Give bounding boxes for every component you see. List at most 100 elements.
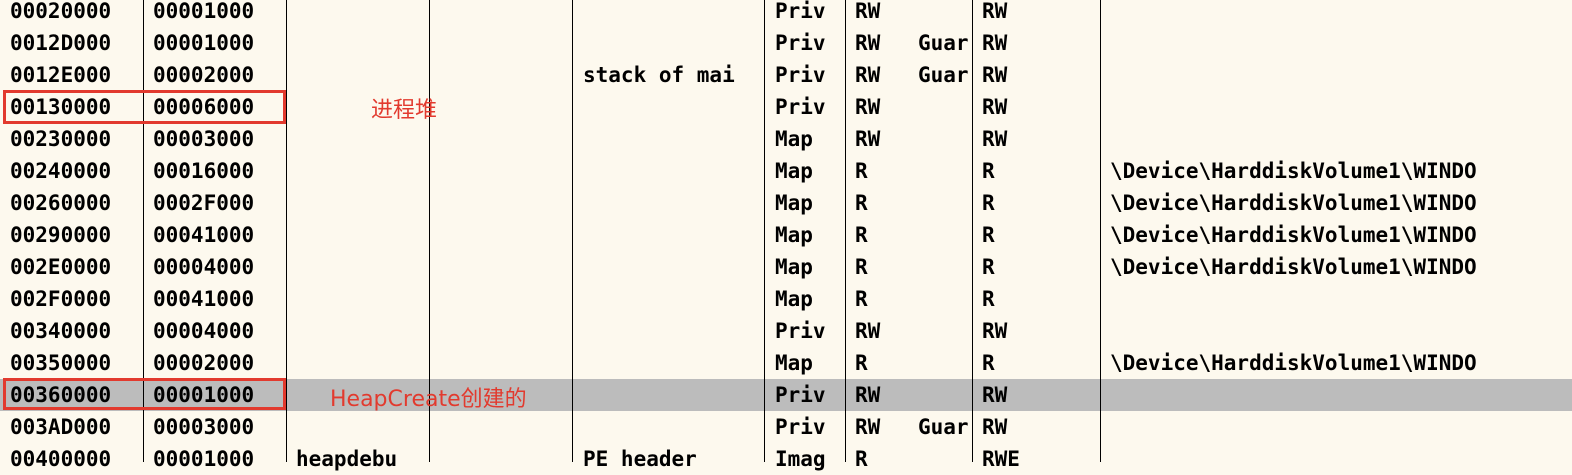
size-cell: 00006000 xyxy=(153,95,255,119)
mapped-as-cell: \Device\HarddiskVolume1\WINDO xyxy=(1110,351,1477,375)
access-cell: R xyxy=(855,223,868,247)
type-cell: Priv xyxy=(775,415,826,439)
access-cell: R xyxy=(855,255,868,279)
guard-cell xyxy=(918,91,972,123)
access-cell: RW xyxy=(855,95,881,119)
access-cell: RW xyxy=(855,415,881,439)
guard-cell xyxy=(918,155,972,187)
guard-cell xyxy=(918,251,972,283)
initial-access-cell: RW xyxy=(982,383,1008,407)
access-cell: RW xyxy=(855,31,881,55)
address-cell: 00350000 xyxy=(10,351,112,375)
owner-cell xyxy=(296,411,426,443)
size-cell: 00003000 xyxy=(153,127,255,151)
owner-cell: heapdebu xyxy=(296,447,398,471)
section-cell xyxy=(440,123,570,155)
initial-access-cell: R xyxy=(982,351,995,375)
type-cell: Imag xyxy=(775,447,826,471)
type-cell: Map xyxy=(775,191,813,215)
address-cell: 003AD000 xyxy=(10,415,112,439)
address-cell: 00130000 xyxy=(10,95,112,119)
guard-cell xyxy=(918,379,972,411)
address-cell: 00020000 xyxy=(10,0,112,23)
access-cell: RW xyxy=(855,63,881,87)
mapped-as-cell xyxy=(1110,283,1572,315)
address-cell: 00400000 xyxy=(10,447,112,471)
address-cell: 0012D000 xyxy=(10,31,112,55)
address-cell: 00260000 xyxy=(10,191,112,215)
process-heap-annotation: 进程堆 xyxy=(371,98,438,123)
mapped-as-cell xyxy=(1110,123,1572,155)
type-cell: Priv xyxy=(775,319,826,343)
section-cell xyxy=(440,283,570,315)
section-cell xyxy=(440,315,570,347)
mapped-as-cell: \Device\HarddiskVolume1\WINDO xyxy=(1110,191,1477,215)
section-cell xyxy=(440,27,570,59)
initial-access-cell: RW xyxy=(982,31,1008,55)
type-cell: Map xyxy=(775,351,813,375)
table-row[interactable]: 00350000 00002000 Map R R \Device\HarddiskVol… xyxy=(0,347,1572,379)
size-cell: 00002000 xyxy=(153,351,255,375)
type-cell: Priv xyxy=(775,31,826,55)
guard-cell xyxy=(918,123,972,155)
access-cell: R xyxy=(855,191,868,215)
guard-cell: Guar xyxy=(918,31,969,55)
type-cell: Priv xyxy=(775,0,826,23)
address-cell: 00240000 xyxy=(10,159,112,183)
section-cell xyxy=(440,411,570,443)
owner-cell xyxy=(296,187,426,219)
mapped-as-cell xyxy=(1110,0,1572,27)
address-cell: 002F0000 xyxy=(10,287,112,311)
column-divider xyxy=(845,0,846,462)
access-cell: RW xyxy=(855,127,881,151)
contains-cell xyxy=(583,411,763,443)
type-cell: Priv xyxy=(775,383,826,407)
type-cell: Map xyxy=(775,223,813,247)
column-divider xyxy=(286,0,287,462)
initial-access-cell: RW xyxy=(982,319,1008,343)
owner-cell xyxy=(296,251,426,283)
mapped-as-cell xyxy=(1110,411,1572,443)
size-cell: 00041000 xyxy=(153,223,255,247)
section-cell xyxy=(440,347,570,379)
initial-access-cell: RW xyxy=(982,0,1008,23)
guard-cell: Guar xyxy=(918,63,969,87)
type-cell: Map xyxy=(775,127,813,151)
access-cell: RW xyxy=(855,319,881,343)
contains-cell xyxy=(583,187,763,219)
size-cell: 00001000 xyxy=(153,383,255,407)
initial-access-cell: RWE xyxy=(982,447,1020,471)
mapped-as-cell: \Device\HarddiskVolume1\WINDO xyxy=(1110,255,1477,279)
contains-cell xyxy=(583,0,763,27)
section-cell xyxy=(440,59,570,91)
contains-cell xyxy=(583,123,763,155)
size-cell: 00002000 xyxy=(153,63,255,87)
guard-cell xyxy=(918,283,972,315)
address-cell: 002E0000 xyxy=(10,255,112,279)
access-cell: R xyxy=(855,447,868,471)
address-cell: 0012E000 xyxy=(10,63,112,87)
guard-cell xyxy=(918,219,972,251)
guard-cell: Guar xyxy=(918,415,969,439)
contains-cell xyxy=(583,251,763,283)
access-cell: R xyxy=(855,351,868,375)
owner-cell xyxy=(296,219,426,251)
owner-cell xyxy=(296,155,426,187)
mapped-as-cell: \Device\HarddiskVolume1\WINDO xyxy=(1110,159,1477,183)
access-cell: R xyxy=(855,287,868,311)
